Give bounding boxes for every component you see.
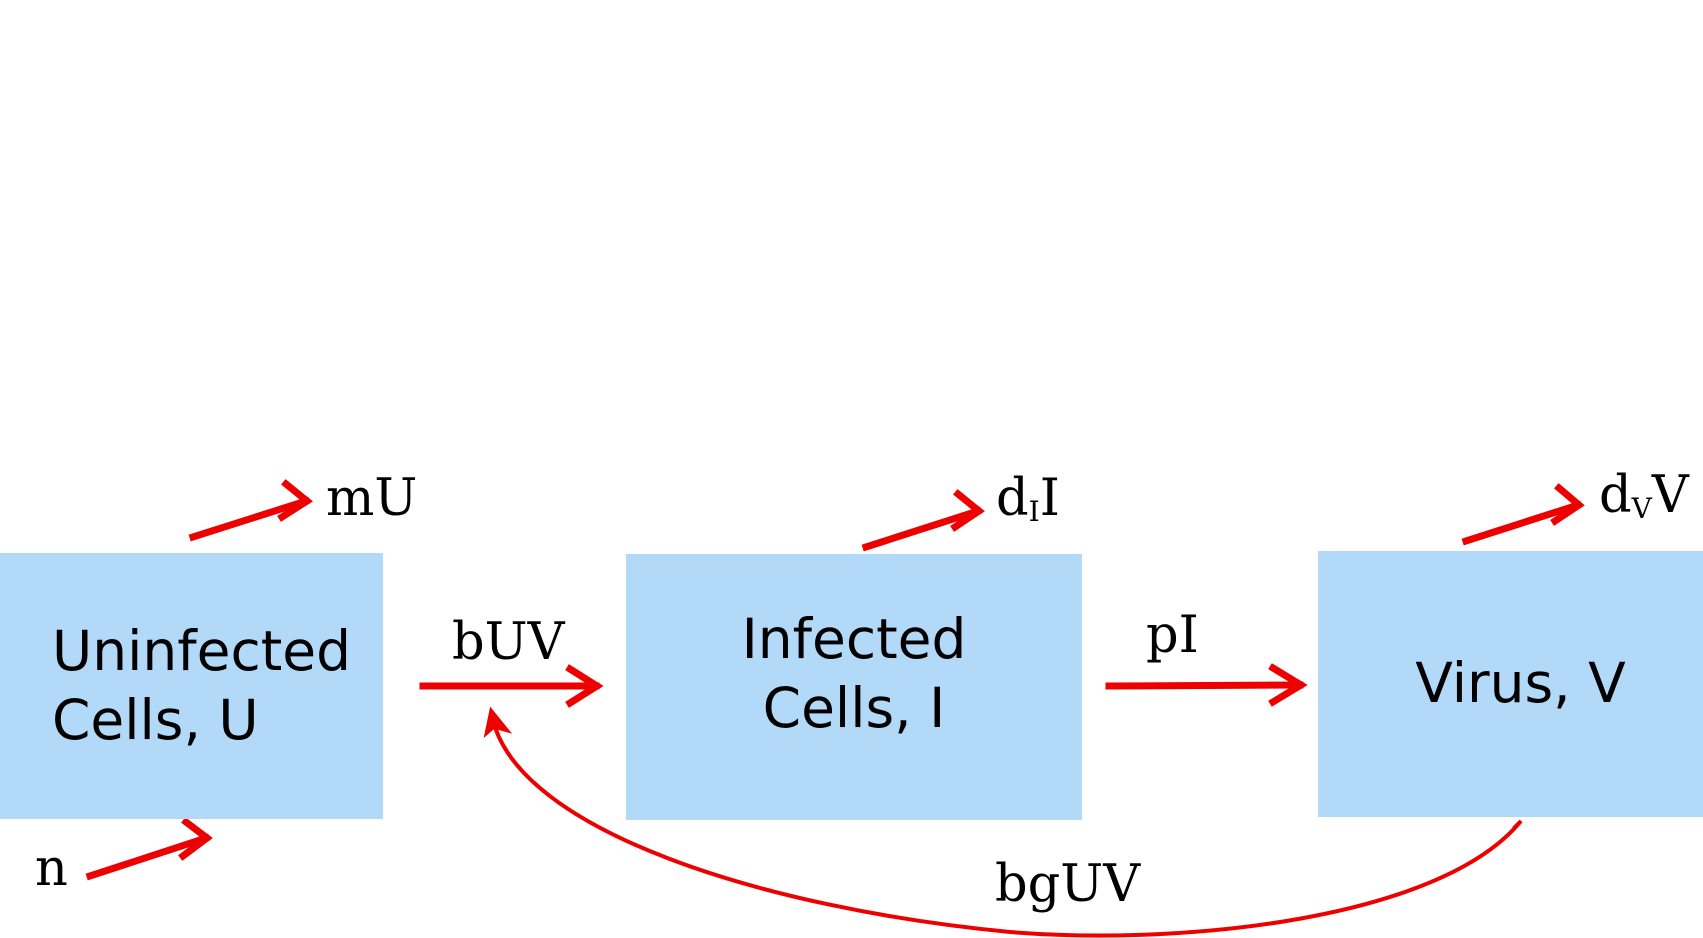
death-infected-sub: I	[1028, 495, 1040, 528]
production-label: pI	[1146, 606, 1199, 665]
infection-label: bUV	[452, 613, 565, 672]
loss-label: bgUV	[995, 855, 1141, 914]
death-infected-base: d	[996, 469, 1029, 528]
production-arrow	[1105, 663, 1308, 707]
uninfected-cells-box: Uninfected Cells, U	[0, 553, 383, 819]
death-label-virus: dVV	[1599, 470, 1689, 523]
death-virus-tail: V	[1651, 466, 1689, 525]
infected-line1: Infected	[741, 606, 967, 671]
death-infected-tail: I	[1039, 469, 1060, 528]
infection-arrow	[419, 664, 604, 708]
death-arrow-virus	[1461, 483, 1585, 546]
death-virus-base: d	[1599, 466, 1632, 525]
death-label-infected: dII	[996, 473, 1060, 526]
birth-arrow	[85, 817, 213, 881]
death-label-uninfected: mU	[326, 469, 418, 528]
virus-box: Virus, V	[1318, 551, 1703, 817]
infected-line2: Cells, I	[762, 676, 946, 740]
infected-cells-box: Infected Cells, I	[626, 554, 1082, 820]
uninfected-line2: Cells, U	[52, 688, 259, 752]
virus-line1: Virus, V	[1415, 651, 1626, 716]
death-virus-sub: V	[1631, 492, 1652, 525]
death-arrow-uninfected	[188, 479, 313, 542]
death-arrow-infected	[861, 489, 985, 552]
birth-label: n	[35, 839, 68, 898]
loss-arrow	[483, 706, 1523, 938]
uninfected-line1: Uninfected	[52, 618, 352, 683]
